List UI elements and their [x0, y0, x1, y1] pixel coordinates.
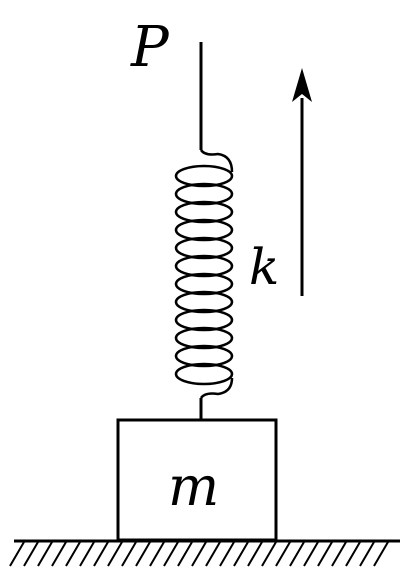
hatch-line — [359, 541, 375, 567]
hatch-line — [345, 541, 361, 567]
mass-label: m — [168, 455, 220, 518]
spring-top-hook — [199, 149, 234, 173]
spring-constant-label: k — [249, 238, 280, 296]
force-arrow-head — [292, 68, 312, 102]
hatch-line — [65, 541, 81, 567]
hatch-line — [37, 541, 53, 567]
mass-block — [116, 418, 278, 542]
hatch-line — [317, 541, 333, 567]
hatch-line — [9, 541, 25, 567]
spring — [174, 149, 234, 399]
spring-coil — [174, 344, 234, 368]
hatch-line — [79, 541, 95, 567]
spring-coil — [174, 182, 234, 206]
hatch-line — [177, 541, 193, 567]
spring-coil — [174, 236, 234, 260]
point-label: P — [131, 15, 169, 80]
hatch-line — [275, 541, 291, 567]
spring-coil — [174, 308, 234, 332]
spring-coil — [174, 164, 234, 188]
hatch-line — [191, 541, 207, 567]
hatch-line — [135, 541, 151, 567]
hatch-line — [303, 541, 319, 567]
hatch-line — [373, 541, 389, 567]
hatch-line — [219, 541, 235, 567]
spring-coil — [174, 254, 234, 278]
spring-coil — [174, 326, 234, 350]
hatch-line — [331, 541, 347, 567]
spring-coil — [174, 200, 234, 224]
hatch-line — [121, 541, 137, 567]
spring-coil — [174, 272, 234, 296]
hatch-line — [205, 541, 221, 567]
hatch-line — [247, 541, 263, 567]
hatch-line — [289, 541, 305, 567]
hatch-line — [107, 541, 123, 567]
hatch-line — [233, 541, 249, 567]
hatch-line — [163, 541, 179, 567]
ground-hatching — [9, 541, 389, 567]
spring-coil — [174, 362, 234, 386]
hatch-line — [149, 541, 165, 567]
hatch-line — [93, 541, 109, 567]
hatch-line — [261, 541, 277, 567]
hatch-line — [51, 541, 67, 567]
spring-coil — [174, 290, 234, 314]
spring-bottom-hook — [199, 377, 234, 399]
spring-coil — [174, 218, 234, 242]
hatch-line — [23, 541, 39, 567]
